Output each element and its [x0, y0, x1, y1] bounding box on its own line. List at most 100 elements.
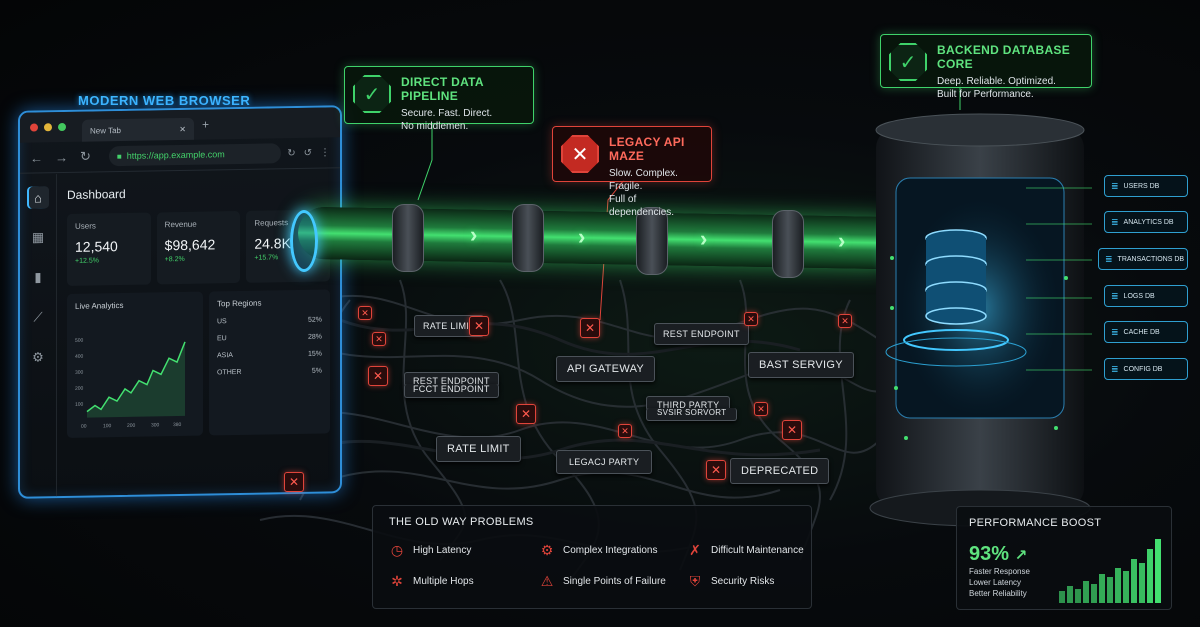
db-users[interactable]: ≣USERS DB: [1104, 175, 1188, 197]
region-name: EU: [217, 335, 227, 343]
flow-arrow-icon: ›: [700, 226, 708, 251]
pipe-coupling: [772, 210, 804, 278]
performance-bar: [1107, 577, 1113, 603]
kpi-label: Revenue: [164, 219, 197, 230]
error-x-icon: ✕: [368, 366, 388, 386]
region-name: ASIA: [217, 352, 233, 360]
forward-arrow-icon[interactable]: →: [55, 149, 68, 165]
region-value: 28%: [307, 333, 322, 341]
db-logs[interactable]: ≣ LOGS DB: [1104, 285, 1188, 307]
callout-title: BACKEND DATABASE CORE: [937, 43, 1071, 71]
clock-icon: ◷: [390, 542, 404, 558]
url-field[interactable]: ■ https://app.example.com: [108, 143, 282, 167]
db-transactions[interactable]: ≣TRANSACTIONS DB: [1098, 248, 1188, 270]
settings-icon[interactable]: ⚙: [32, 349, 44, 365]
error-x-icon: ✕: [561, 135, 599, 173]
problem-label: Security Risks: [711, 576, 775, 587]
close-window-dot[interactable]: [30, 123, 38, 132]
maze-node: LEGACJ PARTY: [556, 450, 653, 474]
check-icon: ✓: [889, 43, 927, 81]
new-tab-icon[interactable]: +: [202, 117, 210, 132]
performance-bar: [1115, 568, 1121, 603]
kpi-card-revenue[interactable]: Revenue $98,642 +8.2%: [156, 210, 241, 285]
kpi-card-users[interactable]: Users 12,540 +12.5%: [67, 212, 151, 286]
callout-line: No middlemen.: [401, 121, 469, 132]
maze-node: API GATEWAY: [556, 356, 656, 382]
history-icon[interactable]: ↺: [303, 147, 312, 159]
x-tick: 300: [151, 422, 160, 428]
dashboard-content: ⌂ ▦ ▮ ⟋ ⚙ Dashboard Users 12,540 +12.5% …: [20, 169, 340, 499]
url-text: https://app.example.com: [126, 149, 225, 161]
grid-icon[interactable]: ▦: [31, 229, 45, 245]
flow-arrow-icon: ›: [470, 222, 478, 247]
performance-line: Faster Response: [969, 567, 1030, 576]
panel-title: Live Analytics: [75, 300, 124, 311]
line-chart-icon[interactable]: ⟋: [33, 309, 43, 325]
flow-arrow-icon: ›: [838, 228, 846, 253]
performance-bar-chart: [1059, 539, 1161, 603]
maze-node: RATE LIMIT: [414, 315, 484, 337]
db-name: TRANSACTIONS DB: [1117, 255, 1185, 263]
maze-node: FCCT ENDPOINT: [404, 384, 499, 398]
menu-icon[interactable]: ⋮: [320, 146, 330, 159]
performance-bar: [1155, 539, 1161, 603]
panel-title: PERFORMANCE BOOST: [969, 517, 1102, 529]
tab-close-icon[interactable]: ✕: [179, 124, 186, 134]
data-pipeline: [297, 206, 903, 270]
bar-chart-icon[interactable]: ▮: [34, 269, 42, 285]
tab-label: New Tab: [90, 125, 121, 136]
pipeline-inlet: [290, 210, 318, 272]
error-x-icon: ✕: [782, 420, 802, 440]
network-icon: ✲: [391, 573, 403, 589]
maze-node: BAST SERVIGY: [748, 352, 854, 378]
callout-line: Built for Performance.: [937, 89, 1034, 100]
legacy-callout: ✕ LEGACY API MAZE Slow. Complex. Fragile…: [552, 126, 712, 218]
home-icon[interactable]: ⌂: [27, 186, 49, 209]
kpi-delta: +8.2%: [164, 255, 185, 264]
dashboard-title: Dashboard: [67, 186, 126, 202]
problem-item: ⚠Single Points of Failure: [539, 573, 687, 590]
db-config[interactable]: ≣CONFIG DB: [1104, 358, 1188, 380]
x-tick: 380: [173, 422, 182, 428]
problem-item: ✗Difficult Maintenance: [687, 542, 817, 559]
browser-tab[interactable]: New Tab ✕: [82, 117, 194, 142]
problem-item: ◷High Latency: [389, 542, 539, 559]
performance-bar: [1099, 574, 1105, 603]
error-x-icon: ✕: [358, 306, 372, 320]
callout-line: Deep. Reliable. Optimized.: [937, 76, 1056, 87]
performance-bar: [1075, 589, 1081, 603]
wrench-icon: ✗: [689, 542, 701, 558]
kpi-value: 12,540: [75, 238, 118, 255]
analytics-line: [86, 341, 186, 413]
database-core: [866, 108, 1094, 528]
performance-bar: [1083, 581, 1089, 603]
maximize-window-dot[interactable]: [58, 122, 66, 132]
back-arrow-icon[interactable]: ←: [30, 149, 43, 166]
db-analytics[interactable]: ≣ANALYTICS DB: [1104, 211, 1188, 233]
maze-node: DEPRECATED: [730, 458, 830, 484]
performance-value: 93%: [969, 543, 1010, 565]
kpi-label: Users: [75, 221, 96, 231]
y-tick: 100: [75, 402, 84, 408]
db-name: USERS DB: [1123, 182, 1160, 190]
db-cache[interactable]: ≣CACHE DB: [1104, 321, 1188, 343]
performance-bar: [1123, 571, 1129, 603]
performance-bar: [1131, 559, 1137, 603]
flow-arrow-icon: ›: [578, 224, 586, 249]
refresh-icon[interactable]: ↻: [287, 147, 296, 159]
problem-label: Complex Integrations: [563, 545, 658, 556]
database-icon: ≣: [1111, 290, 1119, 301]
dashboard-main: Dashboard Users 12,540 +12.5% Revenue $9…: [57, 169, 340, 499]
live-analytics-panel[interactable]: Live Analytics 500 400 300 200 100 00 10…: [67, 291, 203, 438]
db-name: LOGS DB: [1123, 292, 1155, 300]
warning-icon: ⚠: [540, 573, 554, 589]
reload-icon[interactable]: ↻: [80, 148, 91, 164]
y-tick: 300: [75, 370, 84, 376]
pipe-coupling: [636, 207, 668, 275]
minimize-window-dot[interactable]: [44, 123, 52, 132]
panel-title: THE OLD WAY PROBLEMS: [389, 516, 534, 528]
